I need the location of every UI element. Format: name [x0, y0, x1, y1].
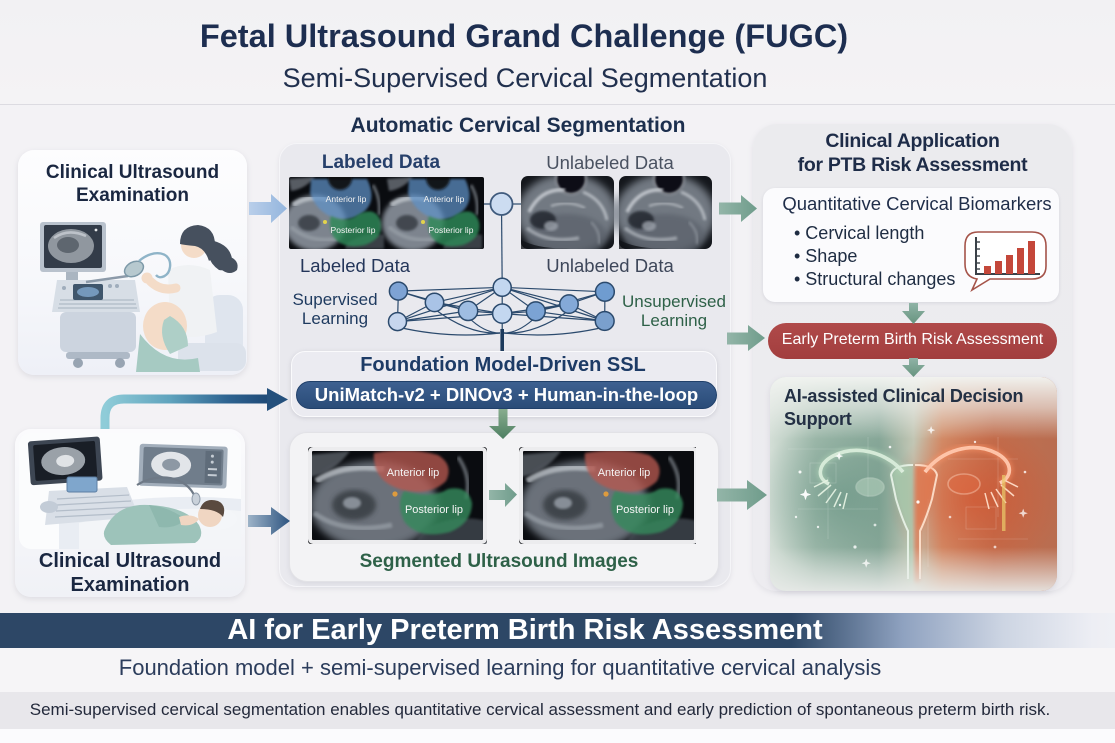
svg-text:Posterior lip: Posterior lip	[405, 504, 463, 516]
svg-text:Anterior lip: Anterior lip	[387, 467, 440, 479]
